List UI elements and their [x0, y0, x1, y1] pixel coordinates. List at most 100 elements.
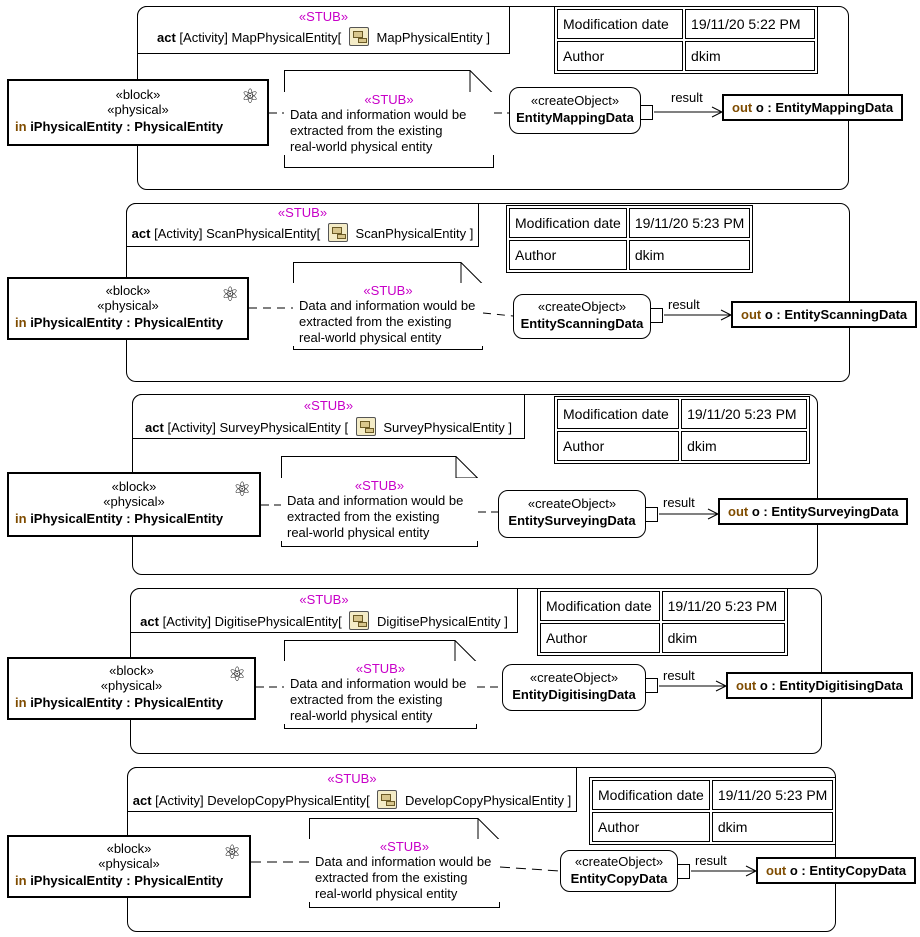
- out-parameter[interactable]: out o : EntitySurveyingData: [718, 498, 909, 525]
- mod-date-label: Modification date: [557, 399, 680, 429]
- result-label: result: [663, 668, 695, 683]
- note-line: real-world physical entity: [299, 330, 442, 345]
- action-stereotype: «createObject»: [529, 670, 619, 685]
- note-line: extracted from the existing: [299, 314, 452, 329]
- note-line: Data and information would be: [287, 493, 464, 508]
- physical-stereotype: «physical»: [100, 678, 163, 693]
- action-name: EntityDigitisingData: [512, 687, 636, 702]
- activity-diagram-survey: «STUB» act [Activity] SurveyPhysicalEnti…: [0, 388, 920, 580]
- author-label: Author: [509, 240, 627, 270]
- block-parameter: in iPhysicalEntity : PhysicalEntity: [15, 873, 224, 888]
- out-parameter[interactable]: out o : EntityCopyData: [756, 857, 917, 884]
- connectors: [249, 307, 733, 321]
- note-text: «STUB» Data and information would be ext…: [293, 283, 483, 346]
- note-line: real-world physical entity: [290, 139, 433, 154]
- note-line: extracted from the existing: [290, 123, 443, 138]
- output-pin[interactable]: [640, 105, 653, 120]
- create-object-action[interactable]: «createObject» EntityMappingData: [509, 87, 641, 134]
- block-parameter: in iPhysicalEntity : PhysicalEntity: [15, 315, 224, 330]
- note-line: Data and information would be: [315, 854, 492, 869]
- atom-icon: ⚛: [233, 479, 251, 501]
- note-line: Data and information would be: [299, 298, 476, 313]
- note-text: «STUB» Data and information would be ext…: [281, 478, 478, 541]
- mod-date-value: 19/11/20 5:22 PM: [685, 9, 815, 39]
- atom-icon: ⚛: [223, 842, 241, 864]
- create-object-action[interactable]: «createObject» EntityCopyData: [560, 850, 678, 892]
- block-stereotype: «block»: [115, 87, 161, 102]
- output-pin[interactable]: [650, 308, 663, 323]
- note-line: real-world physical entity: [315, 886, 458, 901]
- note-line: real-world physical entity: [287, 525, 430, 540]
- create-object-action[interactable]: «createObject» EntityDigitisingData: [502, 664, 646, 711]
- physical-stereotype: «physical»: [103, 494, 165, 509]
- note-line: Data and information would be: [290, 107, 467, 122]
- activity-diagram-digitise: «STUB» act [Activity] DigitisePhysicalEn…: [0, 582, 920, 760]
- note-text: «STUB» Data and information would be ext…: [309, 839, 500, 902]
- mod-date-value: 19/11/20 5:23 PM: [628, 208, 751, 238]
- activity-diagram-icon: [348, 27, 369, 46]
- out-parameter[interactable]: out o : EntityDigitisingData: [726, 672, 913, 699]
- block-physical-entity[interactable]: «block» «physical» in iPhysicalEntity : …: [7, 79, 269, 146]
- physical-stereotype: «physical»: [97, 298, 159, 313]
- block-physical-entity[interactable]: «block» «physical» in iPhysicalEntity : …: [7, 472, 261, 537]
- action-stereotype: «createObject»: [530, 93, 620, 108]
- mod-date-value: 19/11/20 5:23 PM: [711, 780, 834, 810]
- note-stub: «STUB»: [355, 661, 406, 676]
- mod-date-label: Modification date: [540, 591, 660, 621]
- diagram-title: act [Activity] DigitisePhysicalEntity[ D…: [131, 611, 517, 630]
- diagram-header: «STUB» act [Activity] SurveyPhysicalEnti…: [132, 394, 525, 439]
- block-stereotype: «block»: [105, 283, 151, 298]
- note-line: real-world physical entity: [290, 708, 433, 723]
- activity-diagram-map: «STUB» act [Activity] MapPhysicalEntity[…: [0, 0, 920, 195]
- author-value: dkim: [685, 41, 815, 71]
- output-pin[interactable]: [645, 678, 658, 693]
- note-line: extracted from the existing: [287, 509, 440, 524]
- activity-diagram-icon: [377, 790, 398, 809]
- activity-diagram-scan: «STUB» act [Activity] ScanPhysicalEntity…: [0, 197, 920, 387]
- atom-icon: ⚛: [221, 284, 239, 306]
- result-label: result: [668, 297, 700, 312]
- block-stereotype: «block»: [111, 479, 157, 494]
- out-parameter[interactable]: out o : EntityScanningData: [731, 301, 918, 328]
- diagram-title: act [Activity] SurveyPhysicalEntity [ Su…: [133, 417, 524, 436]
- action-name: EntityCopyData: [570, 871, 668, 886]
- diagram-title: act [Activity] DevelopCopyPhysicalEntity…: [128, 790, 576, 809]
- block-stereotype: «block»: [106, 841, 152, 856]
- action-stereotype: «createObject»: [527, 496, 617, 511]
- author-label: Author: [557, 431, 680, 461]
- stub-stereotype: «STUB»: [299, 592, 349, 607]
- note-text: «STUB» Data and information would be ext…: [284, 661, 477, 724]
- output-pin[interactable]: [645, 507, 658, 522]
- block-physical-entity[interactable]: «block» «physical» in iPhysicalEntity : …: [7, 657, 256, 720]
- connectors: [261, 504, 720, 520]
- mod-date-label: Modification date: [592, 780, 710, 810]
- atom-icon: ⚛: [241, 86, 259, 108]
- note-line: Data and information would be: [290, 676, 467, 691]
- note-line: extracted from the existing: [290, 692, 443, 707]
- stub-stereotype: «STUB»: [298, 9, 349, 24]
- output-pin[interactable]: [677, 864, 690, 879]
- action-stereotype: «createObject»: [574, 854, 664, 869]
- block-physical-entity[interactable]: «block» «physical» in iPhysicalEntity : …: [7, 277, 249, 340]
- author-value: dkim: [711, 812, 834, 842]
- stub-stereotype: «STUB»: [303, 398, 354, 413]
- atom-icon: ⚛: [228, 664, 246, 686]
- diagram-header: «STUB» act [Activity] MapPhysicalEntity[…: [137, 6, 510, 54]
- create-object-action[interactable]: «createObject» EntityScanningData: [513, 294, 651, 339]
- stub-stereotype: «STUB»: [277, 205, 328, 220]
- mod-date-value: 19/11/20 5:23 PM: [681, 399, 807, 429]
- action-name: EntitySurveyingData: [508, 513, 636, 528]
- block-parameter: in iPhysicalEntity : PhysicalEntity: [15, 511, 224, 526]
- action-stereotype: «createObject»: [537, 299, 627, 314]
- out-parameter[interactable]: out o : EntityMappingData: [722, 94, 904, 121]
- activity-diagram-icon: [327, 223, 348, 242]
- note-stub: «STUB»: [364, 92, 414, 107]
- connectors: [251, 861, 758, 877]
- block-physical-entity[interactable]: «block» «physical» in iPhysicalEntity : …: [7, 835, 251, 898]
- diagram-title: act [Activity] ScanPhysicalEntity[ ScanP…: [127, 223, 478, 242]
- result-label: result: [695, 853, 727, 868]
- create-object-action[interactable]: «createObject» EntitySurveyingData: [498, 490, 646, 538]
